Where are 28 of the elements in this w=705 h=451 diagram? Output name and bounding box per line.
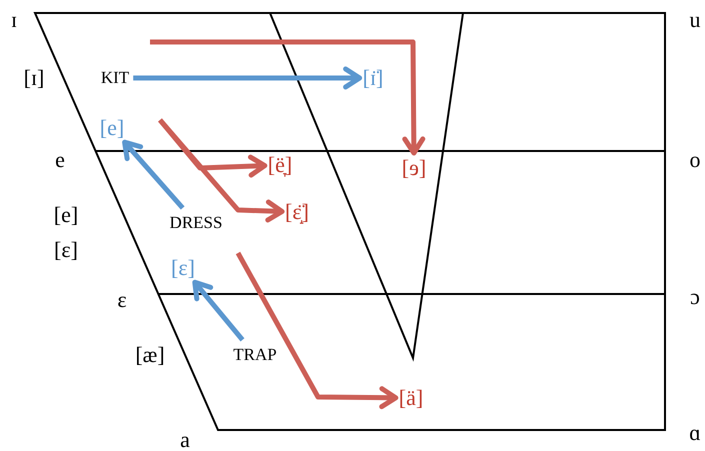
arrow — [133, 66, 362, 90]
vowel-symbol: ɪ — [10, 8, 18, 32]
vowel-symbol: [e] — [100, 116, 124, 140]
lexical-set-label: DRESS — [170, 211, 222, 235]
vowel-symbol: [ɛ̝̈] — [285, 200, 309, 224]
arrow — [150, 40, 426, 156]
vowel-symbol: o — [690, 148, 700, 172]
vowel-symbol: [ɪ] — [24, 66, 44, 90]
arrow — [236, 252, 398, 410]
arrow — [122, 140, 185, 210]
vowel-symbol: [ë̞] — [268, 153, 292, 177]
vowel-symbol: [æ] — [135, 343, 165, 367]
vowel-symbol: a — [180, 428, 190, 451]
vowel-symbol: ɔ — [690, 285, 700, 309]
arrow — [192, 280, 244, 342]
vowel-symbol: [ɪ̈] — [362, 66, 384, 90]
vowel-symbol: [ɘ] — [402, 156, 426, 180]
vowel-symbol: u — [690, 8, 700, 32]
vowel-symbol: [ɛ] — [54, 238, 78, 262]
arrow — [158, 118, 285, 223]
vowel-symbol: ɛ — [117, 288, 127, 312]
vowel-symbol: [ɛ] — [171, 256, 195, 280]
vowel-symbol: [ä] — [398, 386, 424, 410]
lexical-set-label: KIT — [100, 66, 130, 90]
vowel-symbol: e — [55, 148, 65, 172]
vowel-symbol: ɑ — [689, 421, 701, 445]
vowel-symbol: [e] — [54, 203, 78, 227]
lexical-set-label: TRAP — [233, 343, 277, 367]
